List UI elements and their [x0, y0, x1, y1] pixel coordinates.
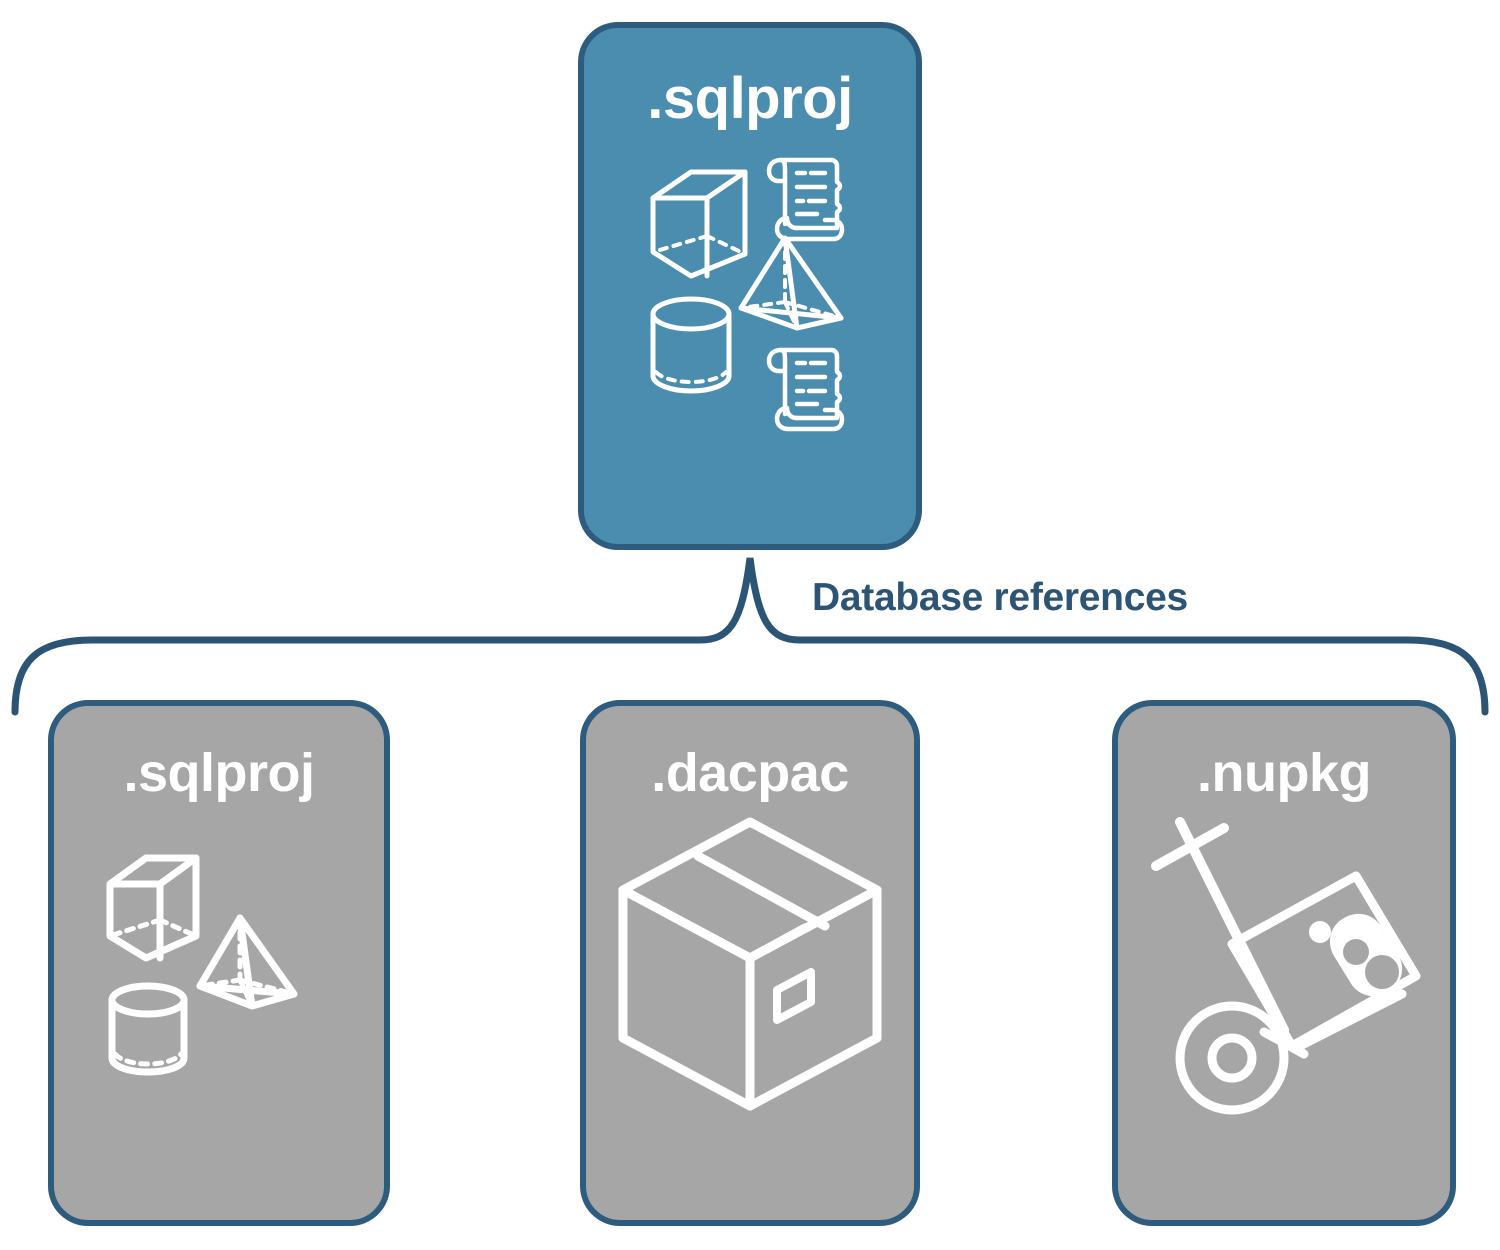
cylinder-icon — [650, 296, 732, 394]
bracket-label: Database references — [812, 576, 1188, 619]
package-box-icon — [618, 817, 882, 1111]
node-sqlproj-root[interactable]: .sqlproj — [578, 22, 922, 550]
node-nupkg-reference[interactable]: .nupkg — [1112, 700, 1456, 1226]
cylinder-icon — [108, 982, 188, 1076]
node-title: .sqlproj — [647, 66, 853, 131]
node-icon-group — [615, 814, 885, 1114]
scroll-icon — [766, 157, 845, 242]
node-icon-group — [104, 842, 334, 1102]
scroll-icon — [766, 347, 845, 432]
cube-icon — [650, 169, 748, 279]
node-dacpac-reference[interactable]: .dacpac — [580, 700, 920, 1226]
hand-truck-icon — [1151, 817, 1421, 1115]
node-sqlproj-reference[interactable]: .sqlproj — [48, 700, 390, 1226]
node-icon-group — [1144, 817, 1424, 1118]
node-title: .dacpac — [651, 743, 849, 803]
node-icon-group — [645, 146, 855, 432]
cube-icon — [106, 854, 200, 962]
node-title: .sqlproj — [123, 743, 315, 803]
node-title: .nupkg — [1197, 743, 1371, 803]
pyramid-icon — [738, 235, 844, 331]
pyramid-icon — [196, 914, 298, 1010]
